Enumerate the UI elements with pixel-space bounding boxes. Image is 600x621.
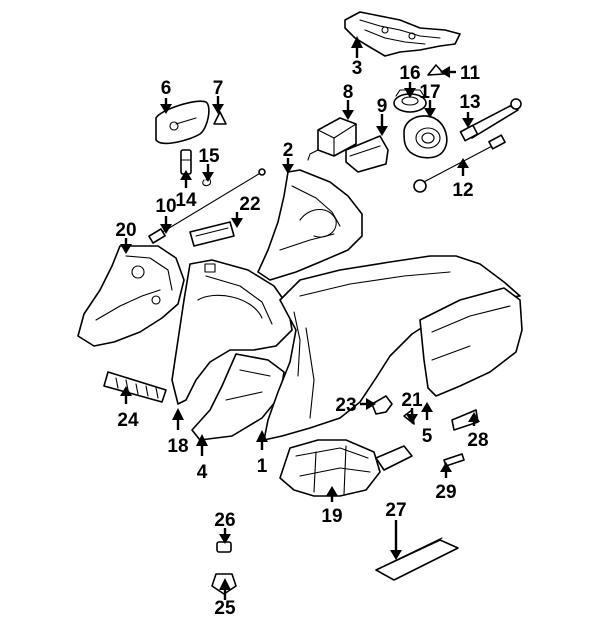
- part-8-actuator: [307, 117, 357, 161]
- callout-22: 22: [239, 194, 260, 215]
- part-12-cable: [413, 134, 506, 193]
- callout-29: 29: [435, 482, 456, 503]
- part-10-rod: [148, 168, 266, 244]
- callout-16: 16: [399, 63, 420, 84]
- part-3-shelf-panel: [344, 11, 461, 57]
- callout-28: 28: [467, 430, 488, 451]
- leader-arrows: [120, 36, 480, 600]
- callout-12: 12: [452, 180, 473, 201]
- part-11-clip: [427, 64, 445, 76]
- callout-21: 21: [401, 390, 423, 411]
- callout-8: 8: [343, 82, 354, 103]
- callout-20: 20: [115, 220, 136, 241]
- callout-24: 24: [117, 410, 139, 431]
- callout-15: 15: [198, 146, 220, 167]
- callout-18: 18: [167, 436, 188, 457]
- callout-10: 10: [155, 196, 176, 217]
- part-13-strap: [459, 98, 522, 142]
- callout-14: 14: [175, 190, 197, 211]
- part-6-fuel-door: [155, 100, 210, 145]
- callout-26: 26: [214, 510, 235, 531]
- part-9-bracket: [345, 135, 389, 173]
- part-4-rocker-section: [191, 353, 285, 441]
- part-2-wheelhouse-upper: [257, 169, 363, 281]
- callout-17: 17: [419, 82, 440, 103]
- part-26-nut: [216, 541, 232, 553]
- callout-25: 25: [214, 598, 236, 619]
- part-17-filler-housing: [403, 115, 448, 159]
- callout-13: 13: [459, 92, 480, 113]
- callout-1: 1: [257, 456, 268, 477]
- callout-19: 19: [321, 506, 342, 527]
- callout-27: 27: [385, 500, 406, 521]
- part-19-splash-shield: [279, 439, 381, 497]
- callout-4: 4: [197, 462, 208, 483]
- part-24-strip: [103, 371, 167, 403]
- callout-5: 5: [422, 426, 433, 447]
- callout-6: 6: [161, 78, 172, 99]
- callout-9: 9: [377, 96, 388, 117]
- part-7-plug: [213, 111, 227, 125]
- part-23-clip: [371, 395, 393, 415]
- callout-labels: 1 2 3 4 5 6 7 8 9 10 11 12 13 14 15 16 1…: [115, 58, 488, 619]
- part-22-plate: [189, 221, 235, 247]
- callout-23: 23: [335, 395, 356, 416]
- part-5-extension: [419, 287, 523, 397]
- part-18-wheelhouse-outer: [171, 259, 293, 405]
- part-27-gasket: [375, 445, 459, 581]
- callout-2: 2: [283, 140, 294, 161]
- callout-11: 11: [460, 63, 481, 84]
- part-20-wheelhouse-side: [77, 245, 185, 347]
- callout-3: 3: [352, 58, 363, 79]
- callout-7: 7: [213, 78, 224, 99]
